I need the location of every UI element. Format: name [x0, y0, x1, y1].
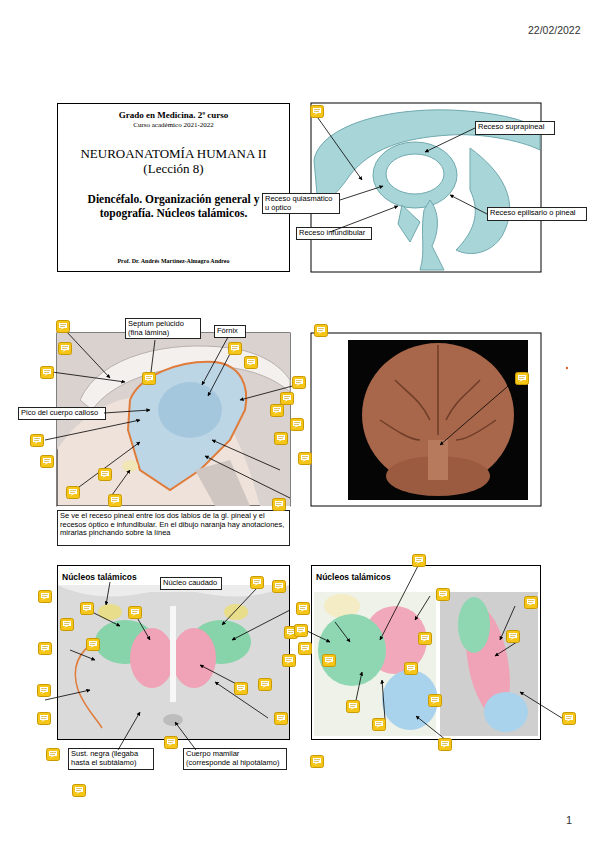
- note-icon: [38, 685, 51, 697]
- label-text: Receso quiasmático u óptico: [265, 195, 337, 212]
- note-icon: [47, 749, 60, 761]
- slide-text: Curso académico 2021-2022: [127, 121, 219, 129]
- note-icon: [38, 713, 51, 725]
- note-icon: [165, 737, 178, 749]
- note-icon: [259, 679, 272, 691]
- title-slide: Grado en Medicina. 2º cursoCurso académi…: [57, 103, 290, 272]
- note-icon: [525, 597, 538, 609]
- note-icon: [297, 603, 310, 615]
- note-icon: [291, 419, 304, 431]
- label-box: Receso suprapineal: [475, 121, 555, 135]
- note-icon: [273, 581, 286, 593]
- label-box: Pico del cuerpo calloso: [18, 407, 106, 420]
- note-icon: [315, 325, 328, 337]
- label-box: Sust. negra (llegaba hasta el subtálamo): [68, 748, 154, 770]
- label-box: Receso quiasmático u óptico: [262, 193, 340, 214]
- note-icon: [67, 487, 80, 499]
- note-icon: [311, 756, 324, 768]
- note-icon: [283, 655, 296, 667]
- note-icon: [295, 625, 308, 637]
- note-icon: [245, 357, 258, 369]
- interthalamic-hole: [386, 154, 444, 194]
- page-date: 22/02/2022: [528, 24, 581, 36]
- note-icon: [57, 321, 70, 333]
- label-text: Cuerpo mamilar (corresponde al hipotálam…: [186, 750, 284, 767]
- note-icon: [129, 607, 142, 619]
- note-icon: [299, 643, 312, 655]
- note-icon: [285, 627, 298, 639]
- label-text: Pico del cuerpo calloso: [21, 409, 103, 418]
- note-icon: [299, 453, 312, 465]
- note-icon: [73, 785, 86, 797]
- label-text: Fórnix: [217, 327, 243, 336]
- note-icon: [516, 373, 529, 385]
- note-icon: [323, 655, 336, 667]
- note-box: Se ve el receso pineal entre los dos lab…: [57, 510, 290, 546]
- note-icon: [439, 739, 452, 751]
- note-icon: [235, 683, 248, 695]
- note-icon: [31, 435, 44, 447]
- slide-text: Diencéfalo. Organización general y topog…: [58, 193, 289, 219]
- note-icon: [347, 701, 360, 713]
- label-box: Fórnix: [214, 325, 246, 338]
- label-box: Septum pelúcido (fina lámina): [125, 318, 201, 339]
- label-box: Cuerpo mamilar (corresponde al hipotálam…: [183, 748, 287, 770]
- brain-photo: [311, 333, 568, 506]
- note-icon: [81, 603, 94, 615]
- label-text: Septum pelúcido (fina lámina): [128, 320, 198, 337]
- note-icon: [271, 405, 284, 417]
- slide-text: Grado en Medicina. 2º curso: [113, 110, 235, 120]
- note-icon: [293, 377, 306, 389]
- thalamus-model: [311, 565, 541, 740]
- page-number: 1: [566, 814, 572, 826]
- note-icon: [109, 495, 122, 507]
- note-icon: [229, 343, 242, 355]
- label-box: Núcleo caudado: [160, 577, 222, 590]
- note-icon: [507, 631, 520, 643]
- note-icon: [41, 456, 54, 468]
- note-icon: [39, 591, 52, 603]
- note-icon: [61, 619, 74, 631]
- note-icon: [87, 639, 100, 651]
- note-icon: [143, 373, 156, 385]
- note-icon: [373, 719, 386, 731]
- note-icon: [419, 633, 432, 645]
- note-icon: [39, 643, 52, 655]
- note-icon: [281, 393, 294, 405]
- note-icon: [99, 469, 112, 481]
- label-text: Se ve el receso pineal entre los dos lab…: [60, 512, 287, 538]
- label-text: Receso suprapineal: [478, 123, 552, 132]
- note-icon: [405, 663, 418, 675]
- label-text: Núcleo caudado: [163, 579, 219, 588]
- coronal-section: [57, 565, 290, 740]
- label-text: Sust. negra (llegaba hasta el subtálamo): [71, 750, 151, 767]
- note-icon: [563, 713, 576, 725]
- label-box: Receso epilisario o pineal: [487, 207, 587, 221]
- note-icon: [437, 589, 450, 601]
- note-icon: [59, 343, 72, 355]
- label-text: Receso epilisario o pineal: [490, 209, 584, 218]
- note-icon: [251, 577, 264, 589]
- slide-frame: Núcleos talámicos: [311, 565, 541, 740]
- slide-frame: Núcleos talámicosNúcleo caudado: [57, 565, 290, 740]
- slide-heading: Núcleos talámicos: [316, 573, 540, 583]
- slide-text: Prof. Dr. Andrés Martínez-Almagro Andreo: [111, 258, 235, 265]
- note-icon: [275, 713, 288, 725]
- note-icon: [273, 499, 286, 511]
- slide-text: NEUROANATOMÍA HUMANA II (Lección 8): [58, 147, 289, 177]
- label-text: Receso infundibular: [299, 229, 369, 238]
- note-icon: [429, 695, 442, 707]
- label-box: Receso infundibular: [296, 227, 372, 240]
- note-icon: [41, 367, 54, 379]
- note-icon: [311, 106, 324, 118]
- note-icon: [275, 433, 288, 445]
